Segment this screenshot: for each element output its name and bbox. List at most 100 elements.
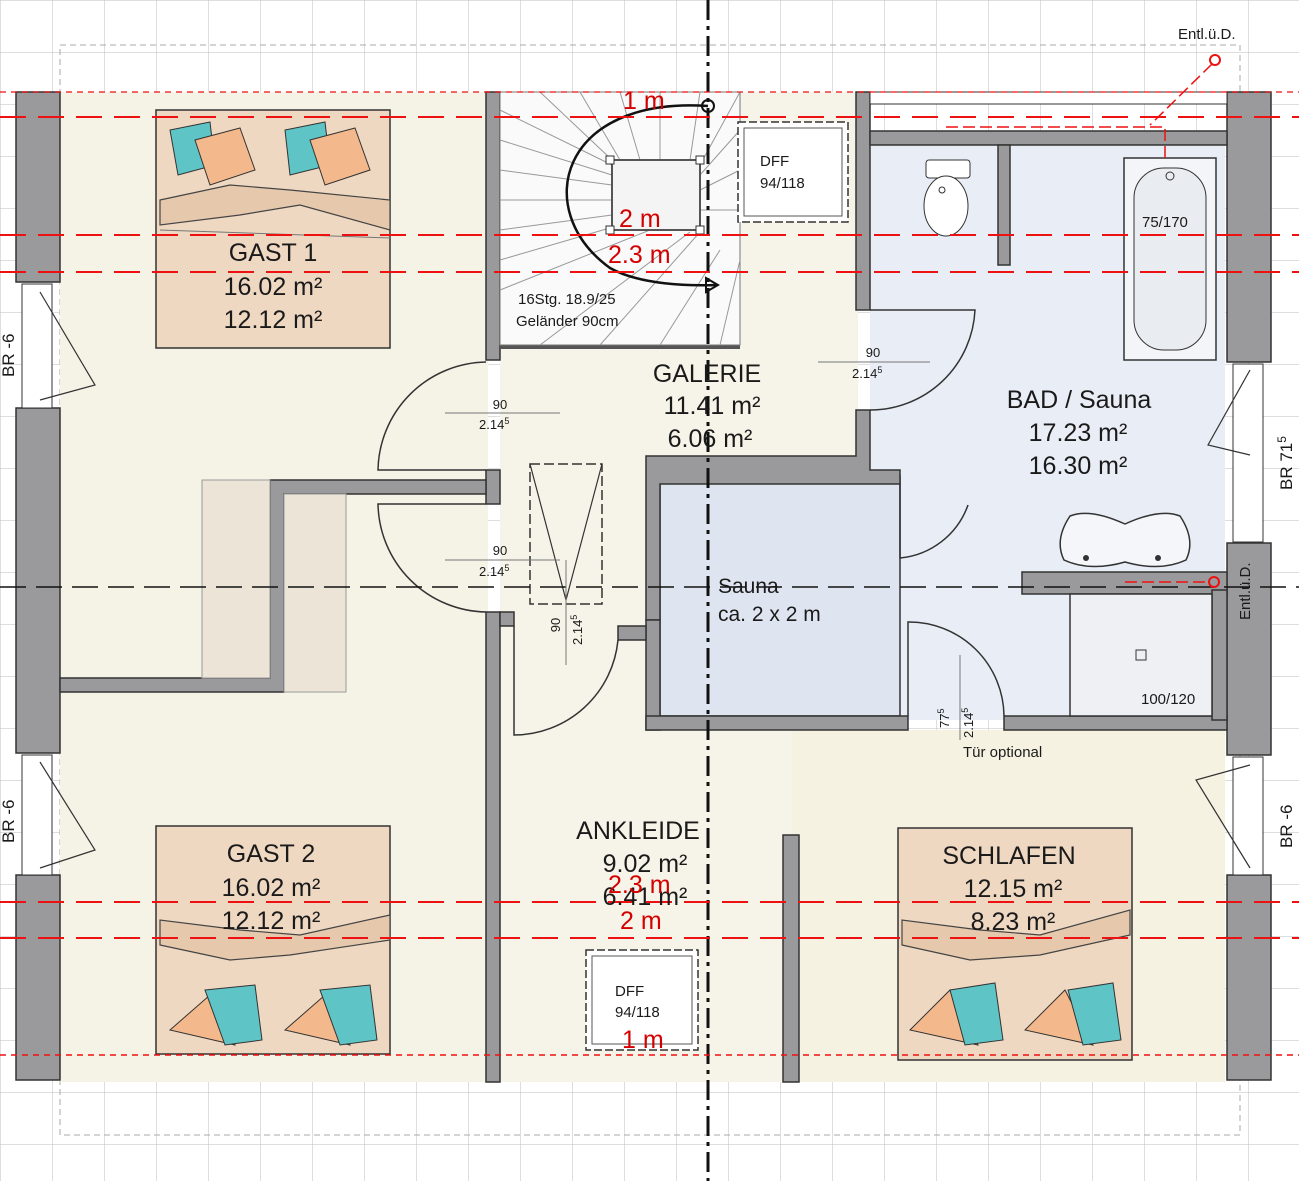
door-dim-galerie-bad-height: 2.145 [852, 365, 882, 381]
door-galerie-bad [869, 309, 976, 411]
shower-size: 100/120 [1141, 691, 1195, 708]
wall-galerie-bad [855, 91, 871, 311]
skylight-top [737, 121, 849, 223]
wall-gast1-galerie [485, 91, 501, 361]
window-right-bottom [1195, 756, 1264, 876]
door-dim-gast1: 90 2.145 [445, 397, 560, 432]
bed-gast1 [155, 109, 391, 349]
sauna-cabin [659, 475, 901, 717]
wall-ankleide-stub [499, 611, 515, 627]
double-sink [1059, 512, 1191, 568]
room-schlafen: SCHLAFEN 12.15 m² 8.23 m² [942, 842, 1075, 936]
sauna-name: Sauna [718, 575, 779, 598]
wall-ankleide-stub2 [617, 625, 647, 641]
bathtub-size: 75/170 [1142, 214, 1188, 231]
wall-bath-top [869, 130, 1228, 146]
wall-right-top [1226, 91, 1272, 363]
wall-sauna-bottom [645, 715, 909, 731]
schlafen-area-total: 12.15 m² [964, 875, 1063, 903]
door-dim-gast1-width: 90 [493, 397, 507, 412]
ankleide-area-total: 9.02 m² [603, 850, 688, 878]
door-ankleide [513, 626, 619, 736]
galerie-area-net: 6.06 m² [668, 425, 753, 453]
door-dim-galerie-bad-width: 90 [866, 345, 880, 360]
wall-left-bottom [15, 874, 61, 1081]
bed-gast2 [155, 825, 391, 1055]
wall-shower-top [1021, 571, 1228, 595]
room-ankleide: ANKLEIDE 9.02 m² 6.41 m² [576, 817, 700, 911]
door-dim-gast2: 90 2.145 [445, 543, 560, 579]
wall-right-bottom [1226, 874, 1272, 1081]
desk-gast1 [201, 479, 271, 679]
door-dim-optional: 775 2.145 [936, 655, 976, 740]
height-top-1m: 1 m [623, 87, 665, 115]
skylight-bottom-label: DFF [615, 983, 644, 1000]
window-left-bottom [21, 754, 96, 876]
stairs-railing: Geländer 90cm [516, 313, 619, 330]
door-optional [907, 621, 1005, 717]
bad-name: BAD / Sauna [1007, 386, 1152, 414]
gast2-area-net: 12.12 m² [222, 907, 321, 935]
height-bottom-2m: 2 m [620, 907, 662, 935]
window-left-top-label: BR -6 [0, 334, 18, 377]
gast1-area-total: 16.02 m² [224, 273, 323, 301]
stair-rail [500, 345, 740, 349]
room-bad: BAD / Sauna 17.23 m² 16.30 m² [1007, 386, 1152, 480]
height-top-23m: 2.3 m [608, 241, 671, 269]
vent-side-icon [1125, 576, 1220, 588]
door-optional-label: Tür optional [963, 744, 1042, 761]
room-gast1: GAST 1 16.02 m² 12.12 m² [224, 239, 323, 334]
shower [1069, 593, 1213, 717]
door-gast2 [377, 503, 487, 613]
room-galerie: GALERIE 11.41 m² 6.06 m² [653, 360, 761, 453]
height-bottom-23m: 2.3 m [608, 871, 671, 899]
skylight-top-size: 94/118 [760, 175, 805, 192]
skylight-bottom [585, 949, 699, 1051]
door-sauna [899, 484, 969, 559]
wall-sauna-left [645, 619, 661, 731]
wall-sauna-top [645, 409, 901, 621]
gast1-name: GAST 1 [229, 239, 317, 267]
window-right-bottom-label: BR -6 [1277, 805, 1296, 848]
wall-ankleide-schlafen [782, 834, 800, 1083]
schlafen-area-net: 8.23 m² [971, 908, 1056, 936]
bad-area-net: 16.30 m² [1029, 452, 1128, 480]
door-dim-gast1-height: 2.145 [479, 416, 509, 432]
wall-left-middle [15, 407, 61, 754]
bad-area-total: 17.23 m² [1029, 419, 1128, 447]
height-top-2m: 2 m [619, 205, 661, 233]
galerie-area-total: 11.41 m² [664, 392, 761, 420]
bed-schlafen [897, 827, 1133, 1061]
sauna-size: ca. 2 x 2 m [718, 603, 821, 626]
room-gast2: GAST 2 16.02 m² 12.12 m² [222, 840, 321, 935]
vent-top-icon [946, 54, 1221, 158]
bathtub [1123, 157, 1217, 361]
window-left-bottom-label: BR -6 [0, 800, 18, 843]
galerie-name: GALERIE [653, 360, 761, 388]
stairs-spec: 16Stg. 18.9/25 [518, 291, 616, 308]
door-dim-optional-height: 2.145 [960, 708, 976, 738]
door-dim-ankleide-height: 2.145 [569, 615, 585, 645]
skylight-bottom-size: 94/118 [615, 1004, 660, 1021]
door-dim-ankleide-width: 90 [548, 618, 563, 632]
wall-stub-mid [485, 469, 501, 505]
wall-right-middle [1226, 542, 1272, 756]
room-sauna: Sauna ca. 2 x 2 m [718, 575, 821, 626]
wall-wc-divider [997, 144, 1011, 266]
ankleide-area-net: 6.41 m² [603, 883, 688, 911]
gast2-name: GAST 2 [227, 840, 315, 868]
gast1-area-net: 12.12 m² [224, 306, 323, 334]
toilet [923, 159, 971, 237]
desk-gast2 [283, 493, 347, 693]
ankleide-name: ANKLEIDE [576, 817, 700, 845]
wall-left-top [15, 91, 61, 283]
door-dim-optional-width: 775 [936, 709, 952, 728]
wall-shower-right [1211, 589, 1228, 721]
schlafen-name: SCHLAFEN [942, 842, 1075, 870]
staircase [499, 91, 741, 346]
door-dim-ankleide: 90 2.145 [548, 560, 585, 665]
height-bottom-1m: 1 m [622, 1026, 664, 1054]
door-dim-gast2-height: 2.145 [479, 563, 509, 579]
door-dim-gast2-width: 90 [493, 543, 507, 558]
